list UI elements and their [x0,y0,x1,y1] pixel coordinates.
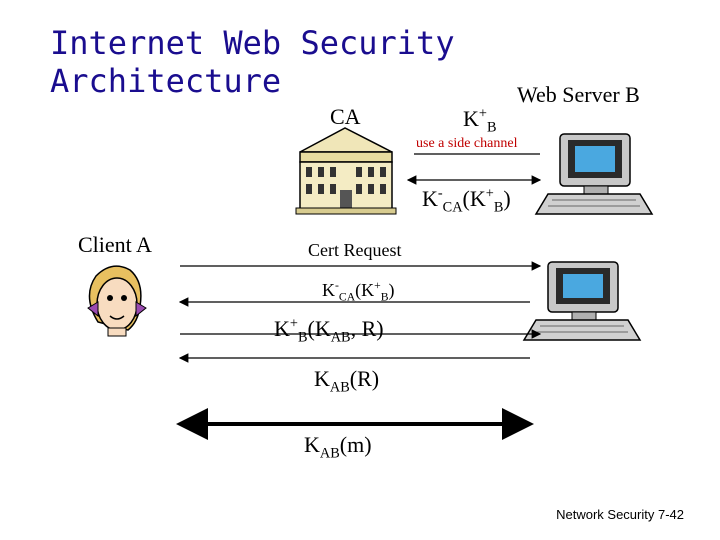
web-server-computer-icon-2 [522,261,642,341]
client-label: Client A [78,232,152,257]
slide-footer: Network Security 7-42 [556,507,684,522]
nonce-reply-label: KAB(R) [314,366,380,396]
server-public-key: K+B [463,105,497,136]
client-person-icon [87,265,147,337]
cert-request-label: Cert Request [308,240,402,260]
cert-reply-label: K-CA(K+B) [322,279,395,304]
web-server-computer-icon [534,133,654,215]
web-server-label: Web Server B [517,82,640,107]
ca-signed-cert-label: K-CA(K+B) [422,185,511,216]
page-title: Internet Web Security Architecture [50,24,455,100]
ca-building-icon [295,127,397,215]
side-channel-label: use a side channel [416,136,518,151]
ca-label: CA [330,104,361,129]
